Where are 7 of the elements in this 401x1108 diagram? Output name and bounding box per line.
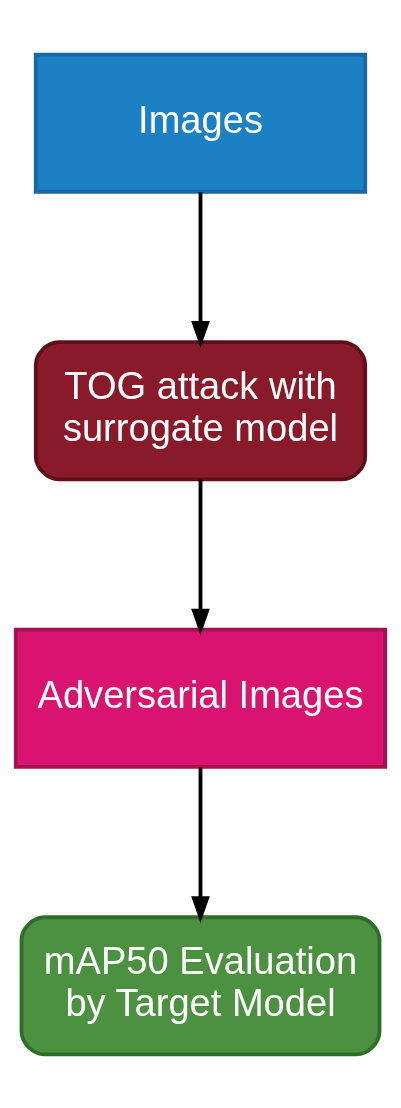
node-box: TOG attack with surrogate model: [33, 339, 368, 481]
node-box: Adversarial Images: [13, 627, 388, 769]
node-box: mAP50 Evaluation by Target Model: [19, 914, 382, 1056]
arrow: [191, 479, 210, 635]
arrow: [191, 191, 210, 348]
arrow: [191, 766, 210, 923]
node-box: Images: [33, 52, 368, 194]
